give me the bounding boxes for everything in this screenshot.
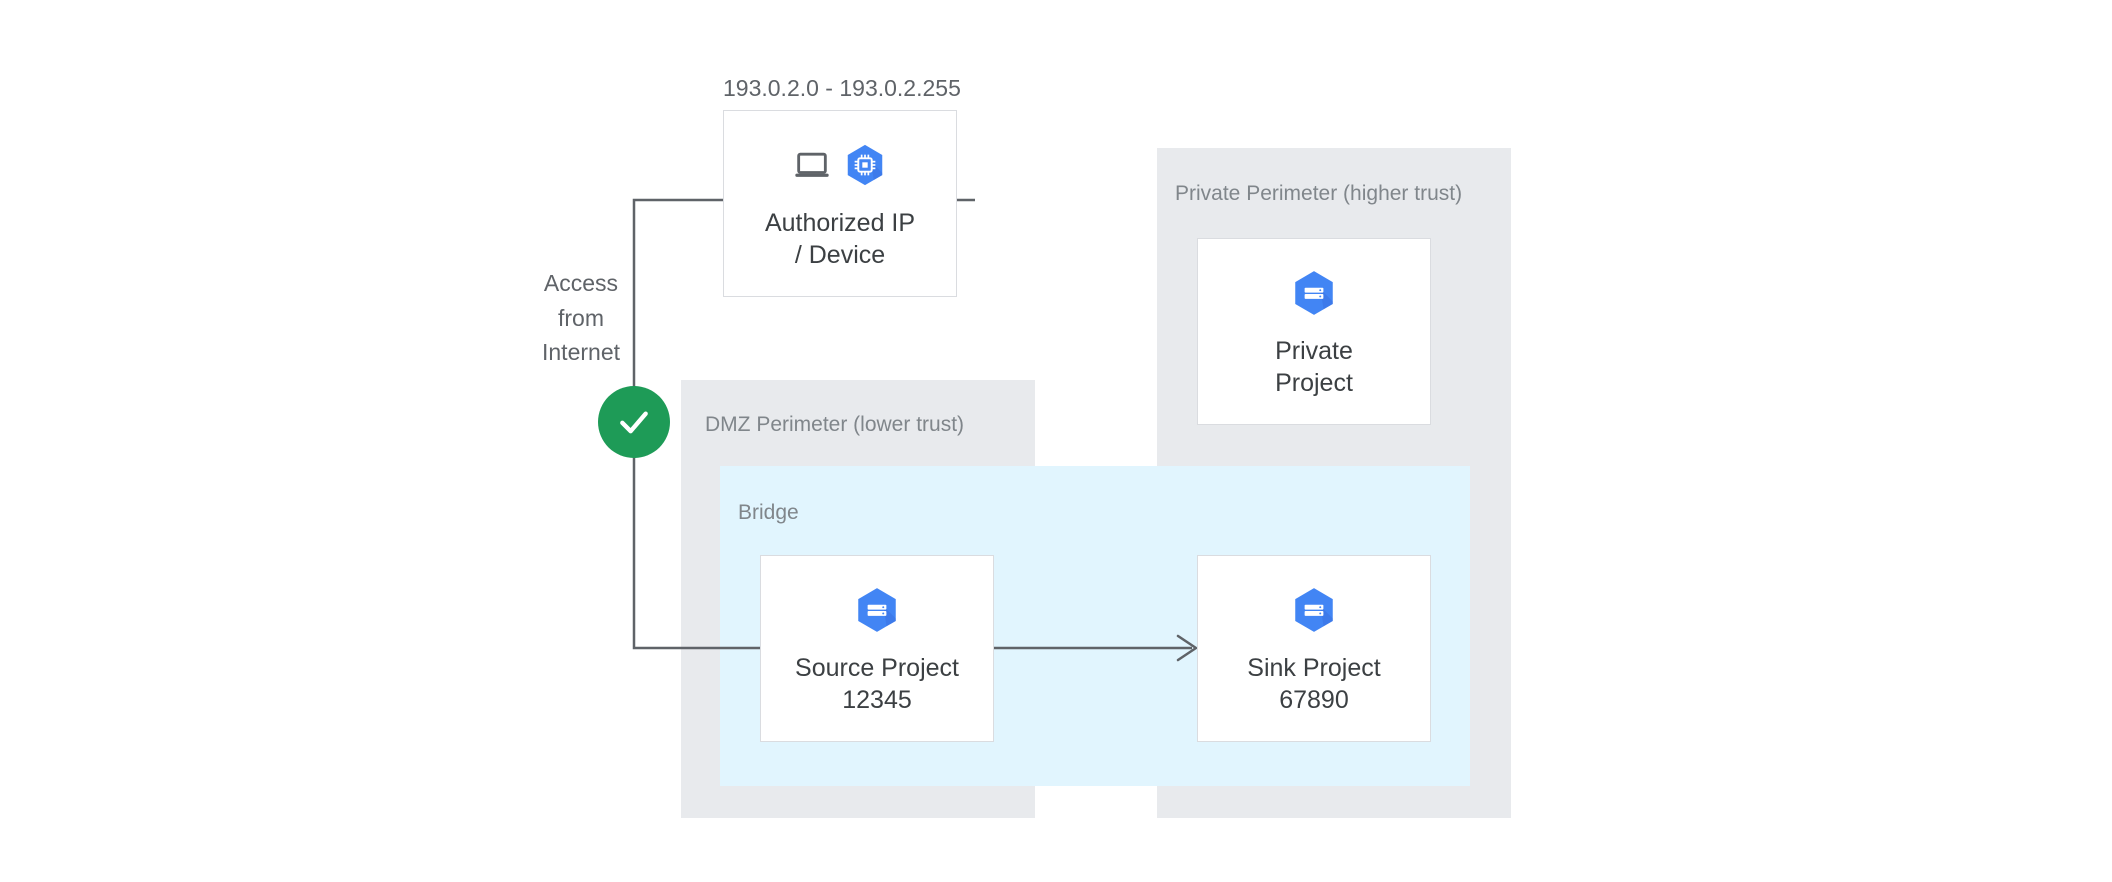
node-icon-group	[1289, 582, 1339, 638]
perimeter-private-label: Private Perimeter (higher trust)	[1175, 182, 1463, 205]
node-source-project-label: Source Project 12345	[795, 653, 959, 714]
access-from-internet-label: Access from Internet	[542, 270, 620, 365]
node-private-project[interactable]: Private Project	[1197, 238, 1431, 425]
status-badge-allowed	[598, 386, 670, 458]
node-icon-group	[792, 137, 888, 193]
compute-instance-hexagon-icon	[847, 144, 883, 185]
bridge-label: Bridge	[738, 501, 799, 524]
ip-range-caption: 193.0.2.0 - 193.0.2.255	[723, 75, 961, 101]
project-hexagon-icon	[1295, 270, 1333, 315]
node-private-project-label: Private Project	[1275, 336, 1353, 397]
project-hexagon-icon	[858, 587, 896, 632]
project-hexagon-icon	[1295, 587, 1333, 632]
node-source-project[interactable]: Source Project 12345	[760, 555, 994, 742]
check-circle-icon	[620, 411, 648, 434]
node-sink-project-label: Sink Project 67890	[1247, 653, 1381, 714]
node-sink-project[interactable]: Sink Project 67890	[1197, 555, 1431, 742]
node-authorized-device[interactable]: Authorized IP / Device	[723, 110, 957, 297]
perimeter-dmz-label: DMZ Perimeter (lower trust)	[705, 413, 965, 436]
node-icon-group	[852, 582, 902, 638]
node-authorized-device-label: Authorized IP / Device	[764, 208, 916, 269]
node-icon-group	[1289, 265, 1339, 321]
laptop-icon	[795, 152, 829, 177]
